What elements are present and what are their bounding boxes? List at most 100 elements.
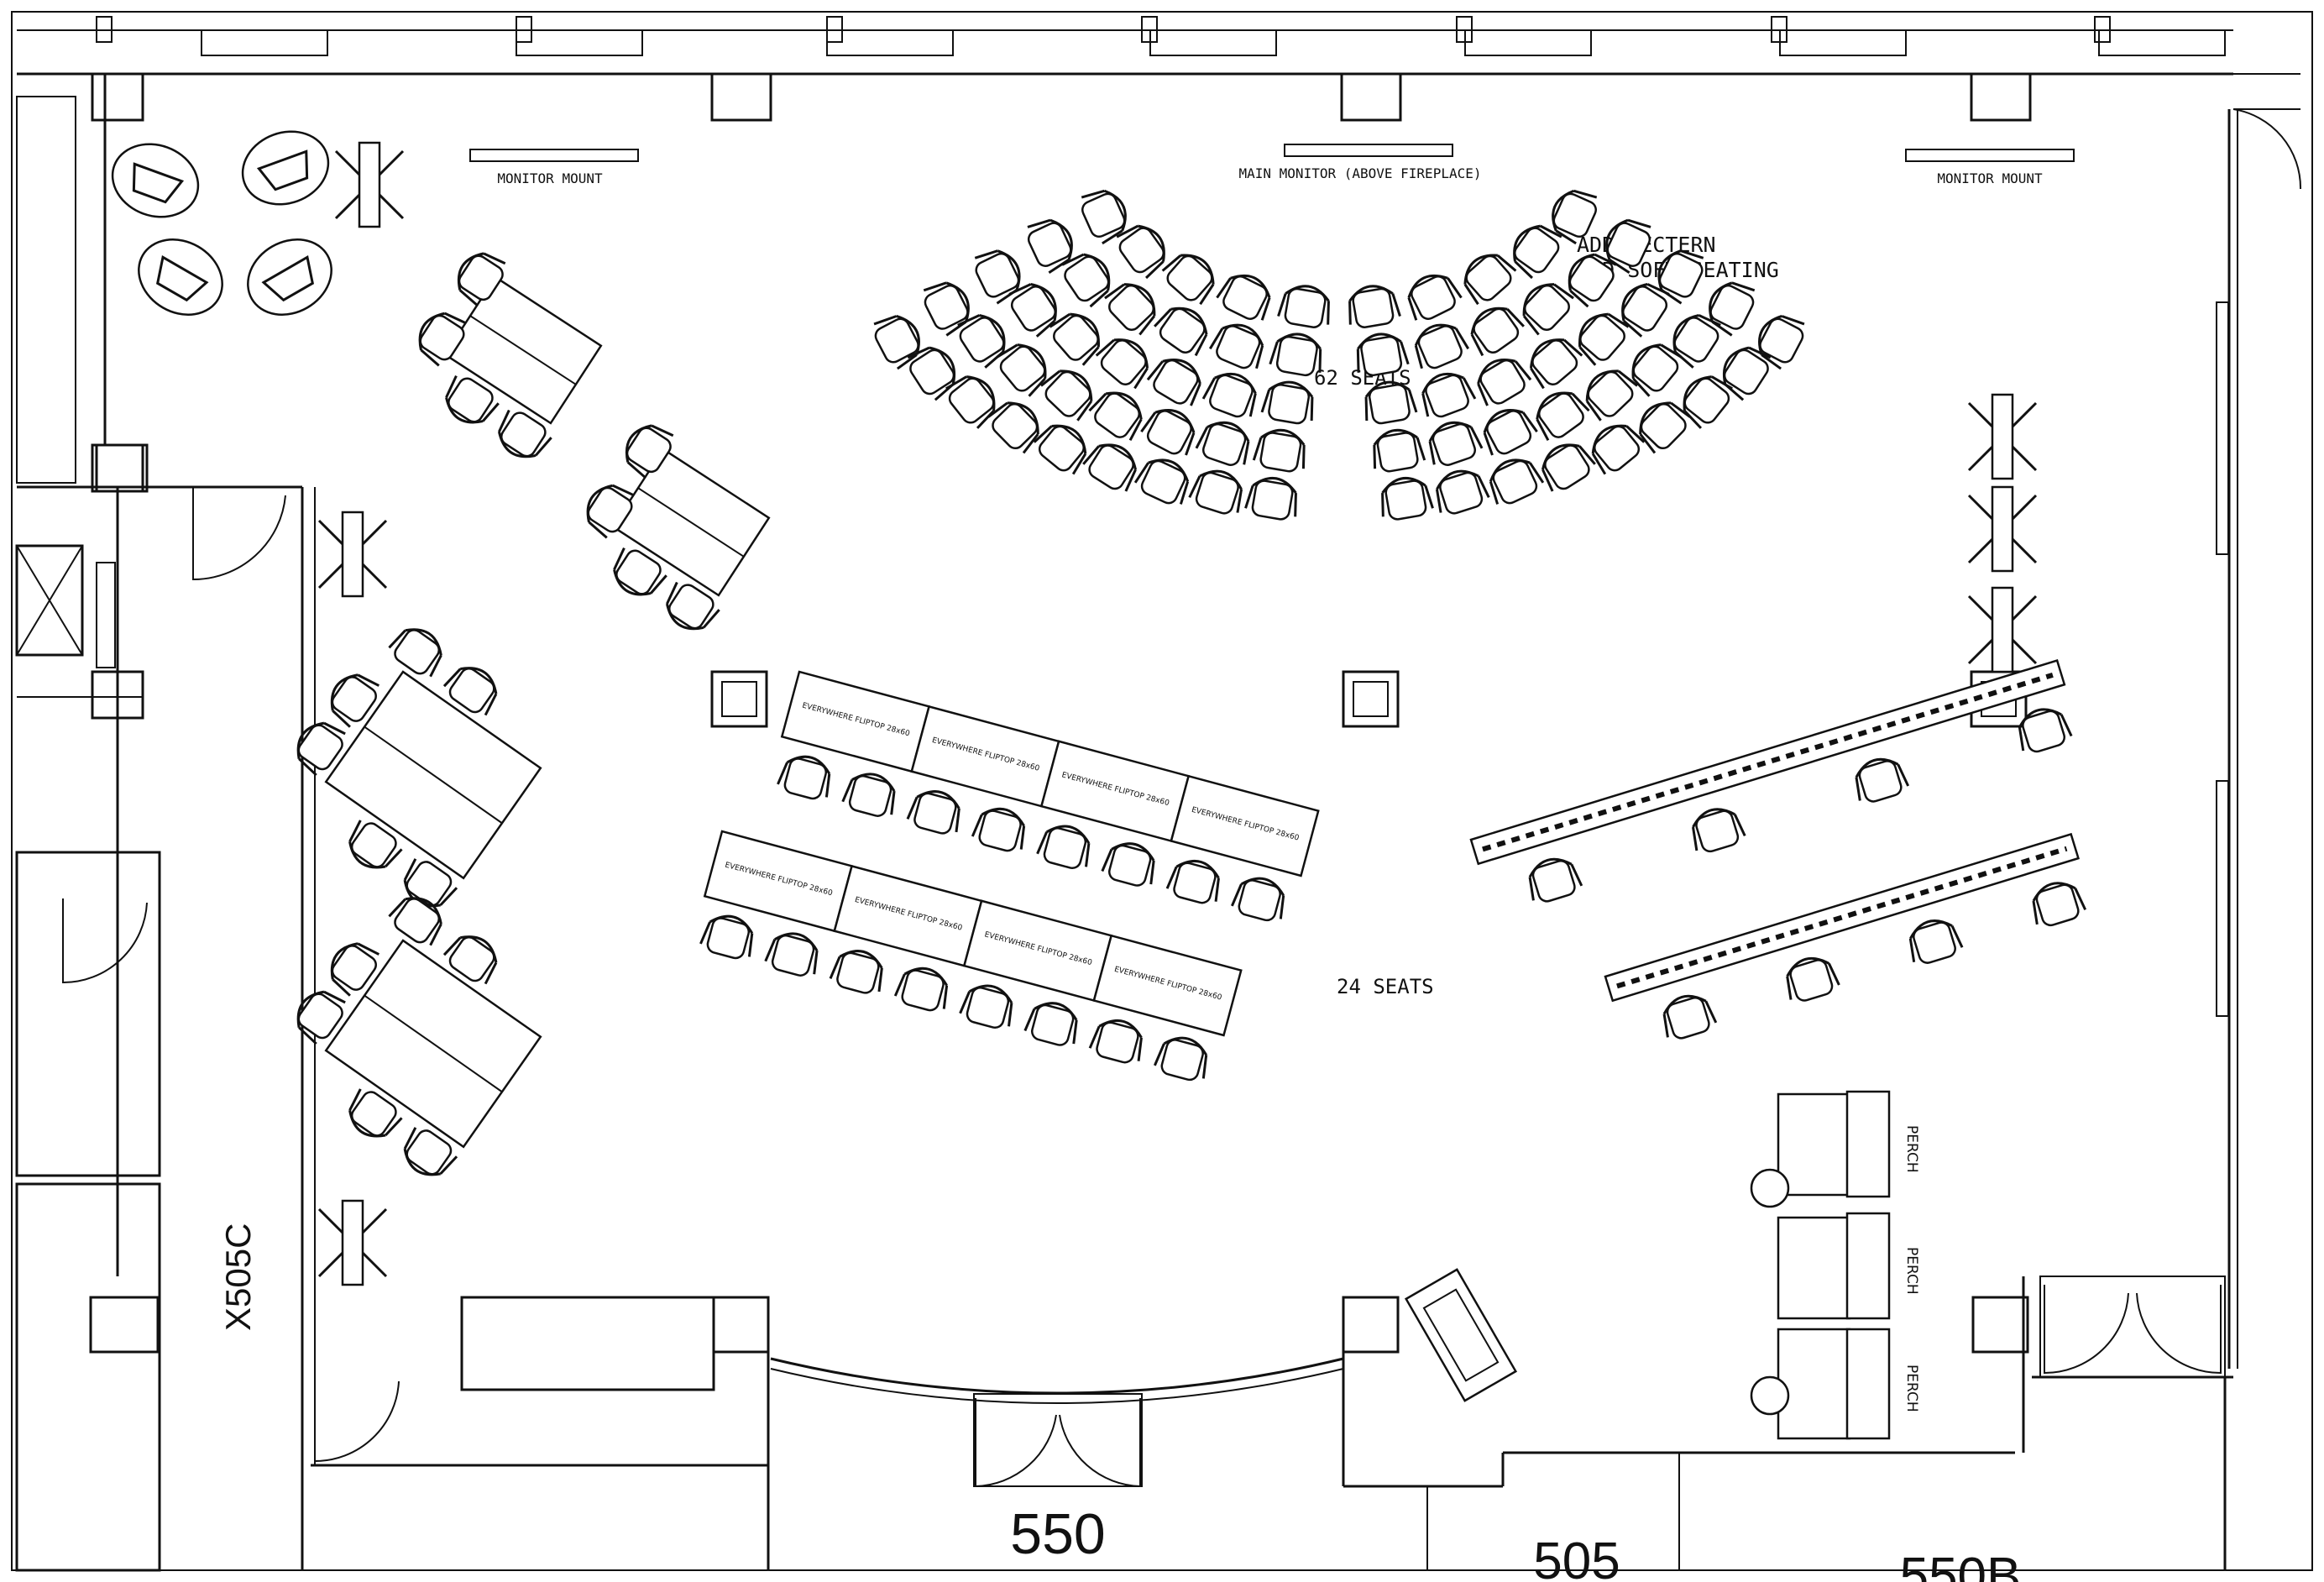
misc-furniture: [111, 130, 2038, 1286]
auditorium-chair: [1040, 369, 1093, 422]
room-550-label: 550: [1010, 1502, 1105, 1566]
classroom-chair: [841, 773, 896, 817]
auditorium-chair: [987, 401, 1039, 454]
main-monitor-label: MAIN MONITOR (ABOVE FIREPLACE): [1239, 165, 1482, 181]
auditorium-chair: [1252, 428, 1306, 473]
auditorium-chair: [957, 314, 1006, 369]
classroom-chair: [2032, 882, 2087, 927]
classroom-chair: [777, 755, 831, 800]
room-x505c-label: X505C: [218, 1223, 258, 1331]
cluster-chair: [403, 1127, 458, 1176]
lounge-chair: [138, 238, 223, 316]
auditorium-chair: [873, 315, 920, 370]
auditorium-chair: [907, 346, 955, 401]
auditorium-chair: [1195, 421, 1250, 466]
cluster-chair: [445, 375, 500, 424]
auditorium-chair: [1027, 218, 1073, 274]
auditorium-chair: [1513, 224, 1562, 280]
auditorium-chair: [1536, 391, 1590, 442]
auditorium-chair: [1568, 253, 1617, 308]
auditorium-chair: [1373, 428, 1426, 473]
right-wall-outlets: [2216, 301, 2229, 1017]
classroom-chair: [1662, 994, 1718, 1040]
auditorium-chair: [1116, 224, 1165, 280]
classroom-chair: [1023, 1002, 1078, 1046]
classroom-chair: [906, 790, 960, 835]
auditorium-chair: [1095, 338, 1149, 390]
slim-table-row-back: [1604, 832, 2087, 1040]
auditorium-chair: [1552, 189, 1598, 245]
auditorium-chair: [1709, 281, 1756, 337]
classroom-chair: [1153, 1036, 1208, 1082]
auditorium-chair: [1639, 401, 1691, 454]
auditorium-chair: [1033, 424, 1087, 475]
cluster-top-b: [586, 424, 771, 631]
easel: [1967, 485, 2038, 573]
auditorium-chair: [1146, 359, 1201, 406]
lounge-chair: [111, 143, 200, 218]
cluster-chair: [497, 409, 552, 458]
classroom-chair: [1165, 860, 1220, 904]
auditorium-chair: [1683, 375, 1733, 429]
cluster-chair: [613, 547, 667, 596]
cluster-low: [296, 897, 542, 1176]
classroom-chair: [1528, 857, 1583, 903]
top-window-mullions: [96, 16, 2226, 56]
auditorium-chair: [1605, 218, 1651, 274]
room-550b-label: 550B: [1900, 1548, 2022, 1582]
auditorium-chair: [1477, 359, 1532, 406]
auditorium-chair: [1723, 346, 1772, 401]
easel: [334, 141, 405, 228]
auditorium-chair: [1657, 249, 1704, 305]
auditorium-chair: [1483, 409, 1538, 456]
easel: [317, 511, 388, 598]
cluster-chair: [586, 484, 636, 539]
auditorium-chair: [1529, 338, 1583, 390]
cluster-chair: [330, 673, 380, 728]
classroom-chair: [829, 950, 883, 994]
auditorium-chair: [1463, 254, 1517, 306]
auditorium-chair: [1269, 333, 1322, 377]
cluster-chair: [388, 628, 442, 678]
auditorium-chair: [1541, 443, 1596, 492]
auditorium-chair: [1631, 343, 1683, 397]
auditorium-chair: [974, 249, 1021, 305]
auditorium-chair: [1621, 283, 1670, 338]
cluster-chair: [348, 820, 403, 869]
equipment-cart: [1404, 1268, 1518, 1402]
auditorium-chair: [1414, 323, 1470, 369]
auditorium-chair: [1348, 285, 1401, 328]
perch-label-1: PERCH: [1903, 1125, 1920, 1173]
auditorium-chair: [1672, 314, 1721, 369]
auditorium-chair: [1591, 424, 1646, 475]
auditorium-chair: [1201, 372, 1257, 418]
cluster-chair: [458, 252, 506, 307]
classroom-chair: [764, 932, 819, 977]
auditorium-chair: [1435, 469, 1490, 515]
auditorium-chair: [1133, 458, 1190, 505]
easel: [1967, 393, 2038, 480]
classroom-chair: [1855, 757, 1910, 803]
auditorium-chair: [1088, 391, 1143, 442]
easel: [1967, 586, 2038, 673]
cluster-chair: [625, 424, 674, 479]
seats-24-label: 24 SEATS: [1337, 975, 1434, 998]
auditorium-chair: [1758, 315, 1805, 370]
cluster-chair: [665, 581, 720, 631]
auditorium-chair: [1260, 380, 1314, 425]
auditorium-chair: [1277, 285, 1330, 328]
auditorium-chair: [1381, 477, 1434, 521]
cluster-chair: [296, 721, 346, 777]
auditorium-chair: [1489, 458, 1545, 505]
classroom-chair: [1230, 877, 1285, 922]
fliptop-table: [1092, 934, 1243, 1037]
cluster-chair: [296, 990, 346, 1045]
auditorium-chair: [1154, 306, 1208, 357]
classroom-chair: [1692, 808, 1746, 853]
monitor-mount-left-label: MONITOR MOUNT: [497, 170, 603, 186]
walls: [11, 11, 2313, 1572]
